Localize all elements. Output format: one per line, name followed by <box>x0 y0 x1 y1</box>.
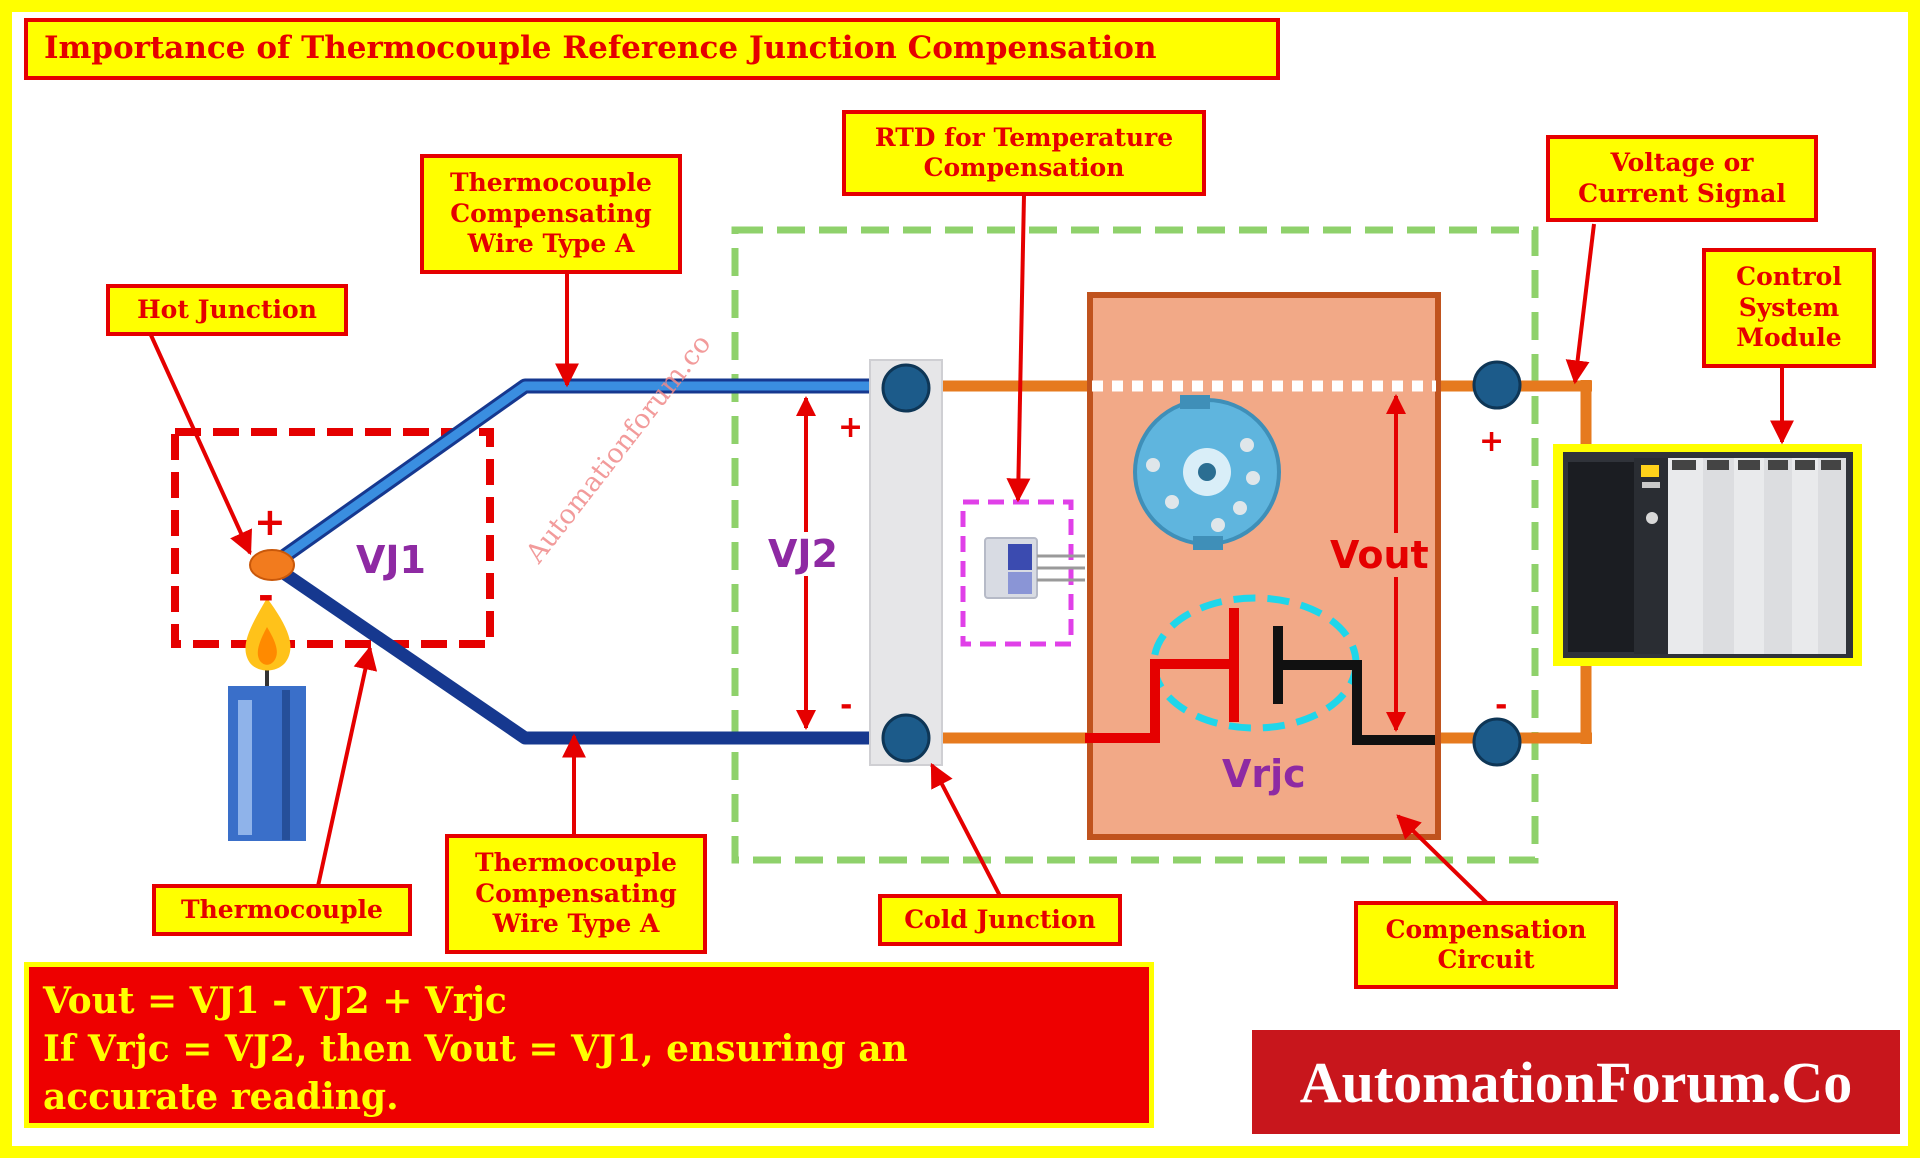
formula-box: Vout = VJ1 - VJ2 + Vrjc If Vrjc = VJ2, t… <box>24 962 1154 1128</box>
terminal-block <box>869 359 943 766</box>
label-voltage-signal: Voltage or Current Signal <box>1546 135 1818 222</box>
compensation-pointer <box>1396 814 1489 905</box>
cold-junction-minus: - <box>840 688 853 723</box>
wire-negative <box>268 559 870 745</box>
circuit-red-wire <box>1085 659 1230 743</box>
output-terminal-bottom <box>1472 717 1522 767</box>
label-thermocouple: Thermocouple <box>152 884 412 936</box>
label-cold-junction: Cold Junction <box>878 894 1122 946</box>
candle-image <box>228 598 306 841</box>
label-control-module: Control System Module <box>1702 248 1876 368</box>
cold-junction-terminal-top <box>881 363 931 413</box>
vj2-label: VJ2 <box>764 532 842 576</box>
transmitter-head-image <box>1133 395 1281 550</box>
cold-junction-pointer <box>930 762 1002 897</box>
wire-positive <box>269 381 870 569</box>
circuit-black-wire <box>1282 660 1435 745</box>
cold-junction-plus: + <box>838 410 864 445</box>
formula-line-3: accurate reading. <box>43 1076 399 1118</box>
vrjc-label: Vrjc <box>1222 752 1306 796</box>
output-minus: - <box>1495 688 1508 723</box>
signal-pointer <box>1565 223 1596 385</box>
label-compensation-circuit: Compensation Circuit <box>1354 901 1618 989</box>
output-terminal-top <box>1472 360 1522 410</box>
hot-junction-box <box>171 428 494 648</box>
label-wire-top: Thermocouple Compensating Wire Type A <box>420 154 682 274</box>
vj1-label: VJ1 <box>356 538 426 582</box>
hot-junction-minus: - <box>258 574 274 618</box>
label-rtd: RTD for Temperature Compensation <box>842 110 1206 196</box>
hot-junction-plus: + <box>254 500 286 544</box>
rtd-pointer <box>1006 194 1031 503</box>
plc-rack-image <box>1553 444 1862 666</box>
output-plus: + <box>1479 424 1505 459</box>
hot-junction-pointer <box>148 332 252 556</box>
label-hot-junction: Hot Junction <box>106 284 348 336</box>
label-wire-bottom: Thermocouple Compensating Wire Type A <box>445 834 707 954</box>
formula-line-1: Vout = VJ1 - VJ2 + Vrjc <box>43 980 507 1022</box>
vout-label: Vout <box>1326 533 1433 577</box>
brand-logo: AutomationForum.Co <box>1252 1030 1900 1134</box>
rtd-sensor-image <box>984 537 1085 599</box>
thermocouple-pointer <box>316 645 378 887</box>
cold-junction-terminal-bottom <box>881 713 931 763</box>
hot-junction-bead <box>249 549 295 581</box>
formula-line-2: If Vrjc = VJ2, then Vout = VJ1, ensuring… <box>43 1028 908 1070</box>
diagram-title: Importance of Thermocouple Reference Jun… <box>24 18 1280 80</box>
enclosure-dashed-box <box>731 226 1539 864</box>
